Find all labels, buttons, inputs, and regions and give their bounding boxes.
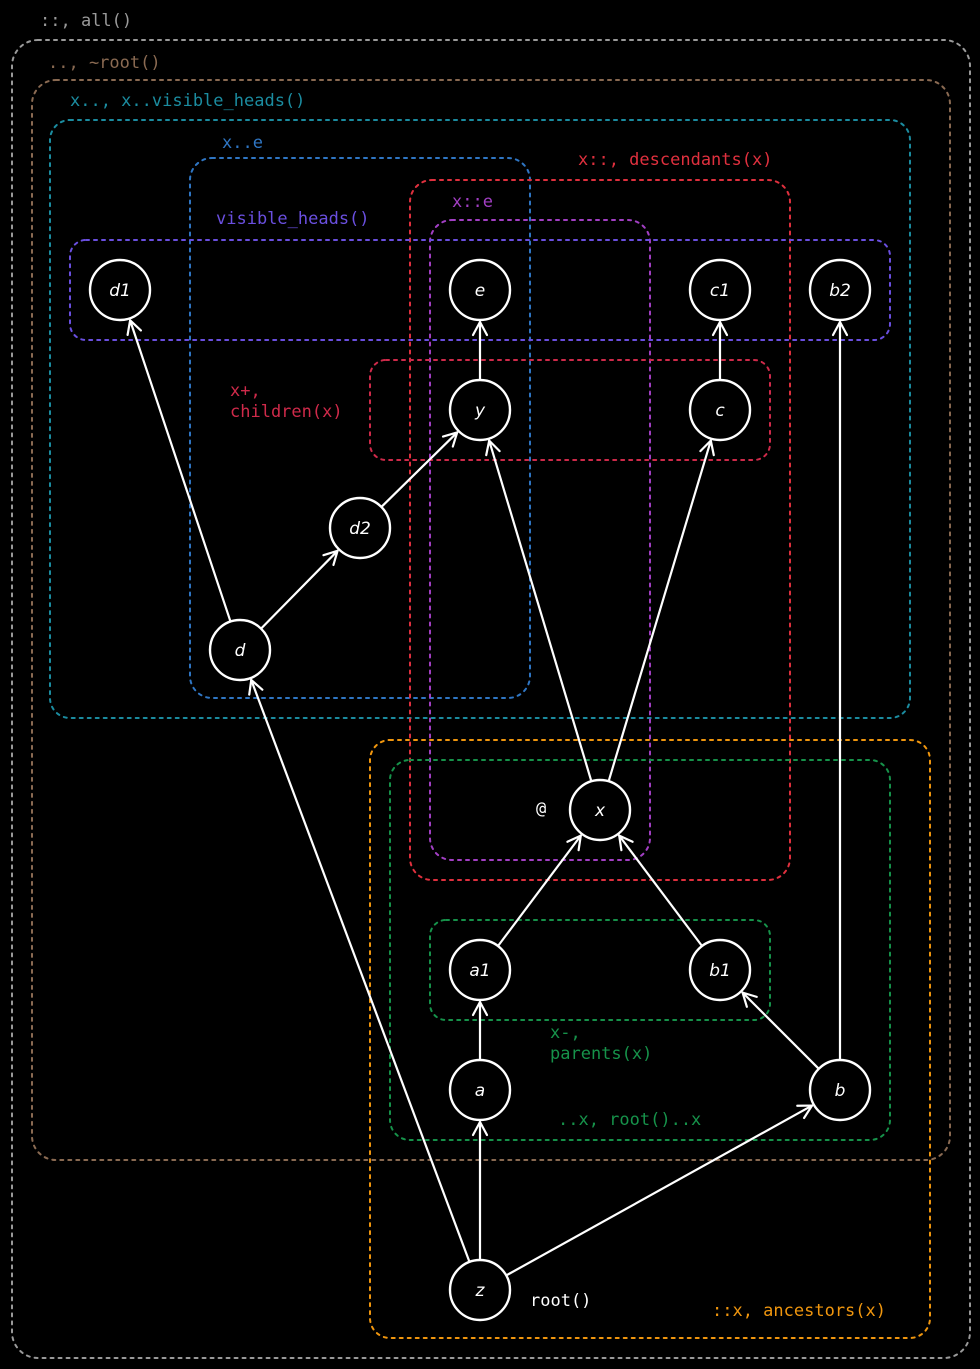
node-a1-label: a1 — [469, 961, 490, 981]
region-parents — [429, 919, 771, 1021]
node-e: e — [448, 258, 512, 322]
node-x: x — [568, 778, 632, 842]
node-z-circle — [448, 1258, 512, 1322]
node-d1-label: d1 — [109, 281, 131, 301]
region-visible-heads-label: visible_heads() — [216, 209, 370, 229]
node-d-label: d — [235, 641, 246, 661]
region-all — [11, 39, 971, 1359]
node-z: z — [448, 1258, 512, 1322]
node-b1-label: b1 — [709, 961, 731, 981]
edge-y-to-e — [471, 320, 489, 382]
edge-b-to-b2 — [831, 320, 849, 1062]
node-y-label: y — [474, 401, 486, 421]
region-range-x-e — [189, 157, 531, 699]
working-copy-marker: @ — [536, 799, 546, 819]
node-c1: c1 — [688, 258, 752, 322]
node-b: b — [808, 1058, 872, 1122]
node-a-label: a — [475, 1081, 485, 1101]
node-d2-circle — [328, 496, 392, 560]
node-b1-circle — [688, 938, 752, 1002]
node-c1-label: c1 — [710, 281, 730, 301]
node-x-label: x — [594, 801, 606, 821]
region-ancestors-outline — [369, 739, 931, 1339]
node-a1-circle — [448, 938, 512, 1002]
region-not-root — [31, 79, 951, 1161]
region-visible-descendants-label: x.., x..visible_heads() — [70, 91, 305, 111]
region-range-x-e-outline — [189, 157, 531, 699]
regions-layer — [11, 39, 971, 1359]
node-x-circle — [568, 778, 632, 842]
node-d1-circle — [88, 258, 152, 322]
region-visible-descendants-outline — [49, 119, 911, 719]
region-descendants — [409, 179, 791, 881]
region-dag-range-outline — [429, 219, 651, 861]
edge-x-to-y — [485, 439, 593, 783]
node-c-circle — [688, 378, 752, 442]
region-ancestors-label: ::x, ancestors(x) — [712, 1301, 886, 1321]
node-d: d — [208, 618, 272, 682]
edges-layer — [126, 319, 849, 1277]
node-c1-circle — [688, 258, 752, 322]
node-b-label: b — [835, 1081, 846, 1101]
node-d2-label: d2 — [349, 519, 371, 539]
region-not-root-label: .., ~root() — [48, 53, 161, 73]
region-dag-range-label: x::e — [452, 192, 493, 212]
edge-d2-to-y — [380, 431, 459, 509]
region-children — [369, 359, 771, 461]
region-root-range — [389, 759, 891, 1141]
edge-x-to-c — [607, 439, 715, 783]
node-b1: b1 — [688, 938, 752, 1002]
edge-b-to-b1 — [741, 991, 820, 1070]
node-d-circle — [208, 618, 272, 682]
region-visible-descendants — [49, 119, 911, 719]
node-a-circle — [448, 1058, 512, 1122]
node-b2: b2 — [808, 258, 872, 322]
region-all-label: ::, all() — [40, 11, 132, 31]
node-y: y — [448, 378, 512, 442]
node-d2: d2 — [328, 496, 392, 560]
region-dag-range — [429, 219, 651, 861]
edge-a-to-a1 — [471, 1000, 489, 1062]
region-children-label: x+,children(x) — [230, 381, 343, 422]
node-a: a — [448, 1058, 512, 1122]
labels-layer: ::, all().., ~root()x.., x..visible_head… — [40, 11, 886, 1321]
node-y-circle — [448, 378, 512, 442]
node-d1: d1 — [88, 258, 152, 322]
node-b2-circle — [808, 258, 872, 322]
region-ancestors — [369, 739, 931, 1339]
edge-z-to-d — [248, 678, 471, 1264]
region-descendants-label: x::, descendants(x) — [578, 150, 772, 170]
region-all-outline — [11, 39, 971, 1359]
node-e-circle — [448, 258, 512, 322]
region-parents-label: x-,parents(x) — [550, 1023, 652, 1064]
node-c-label: c — [715, 401, 725, 421]
node-c: c — [688, 378, 752, 442]
edge-c-to-c1 — [711, 320, 729, 382]
region-not-root-outline — [31, 79, 951, 1161]
node-e-label: e — [475, 281, 485, 301]
edge-z-to-a — [471, 1120, 489, 1262]
region-range-x-e-label: x..e — [222, 133, 263, 153]
edge-b1-to-x — [618, 834, 704, 948]
node-b-circle — [808, 1058, 872, 1122]
region-descendants-outline — [409, 179, 791, 881]
edge-d-to-d2 — [259, 549, 339, 630]
region-children-outline — [369, 359, 771, 461]
node-a1: a1 — [448, 938, 512, 1002]
root-label: root() — [530, 1291, 591, 1311]
edge-a1-to-x — [496, 834, 582, 948]
region-root-range-outline — [389, 759, 891, 1141]
edge-z-to-b — [505, 1104, 814, 1277]
node-z-label: z — [475, 1281, 486, 1301]
nodes-layer: d1 e c1 b2 y c d2 d x a1 b1 a b z — [88, 258, 872, 1322]
node-b2-label: b2 — [829, 281, 851, 301]
region-parents-outline — [429, 919, 771, 1021]
region-root-range-label: ..x, root()..x — [558, 1110, 701, 1130]
edge-d-to-d1 — [126, 319, 232, 623]
